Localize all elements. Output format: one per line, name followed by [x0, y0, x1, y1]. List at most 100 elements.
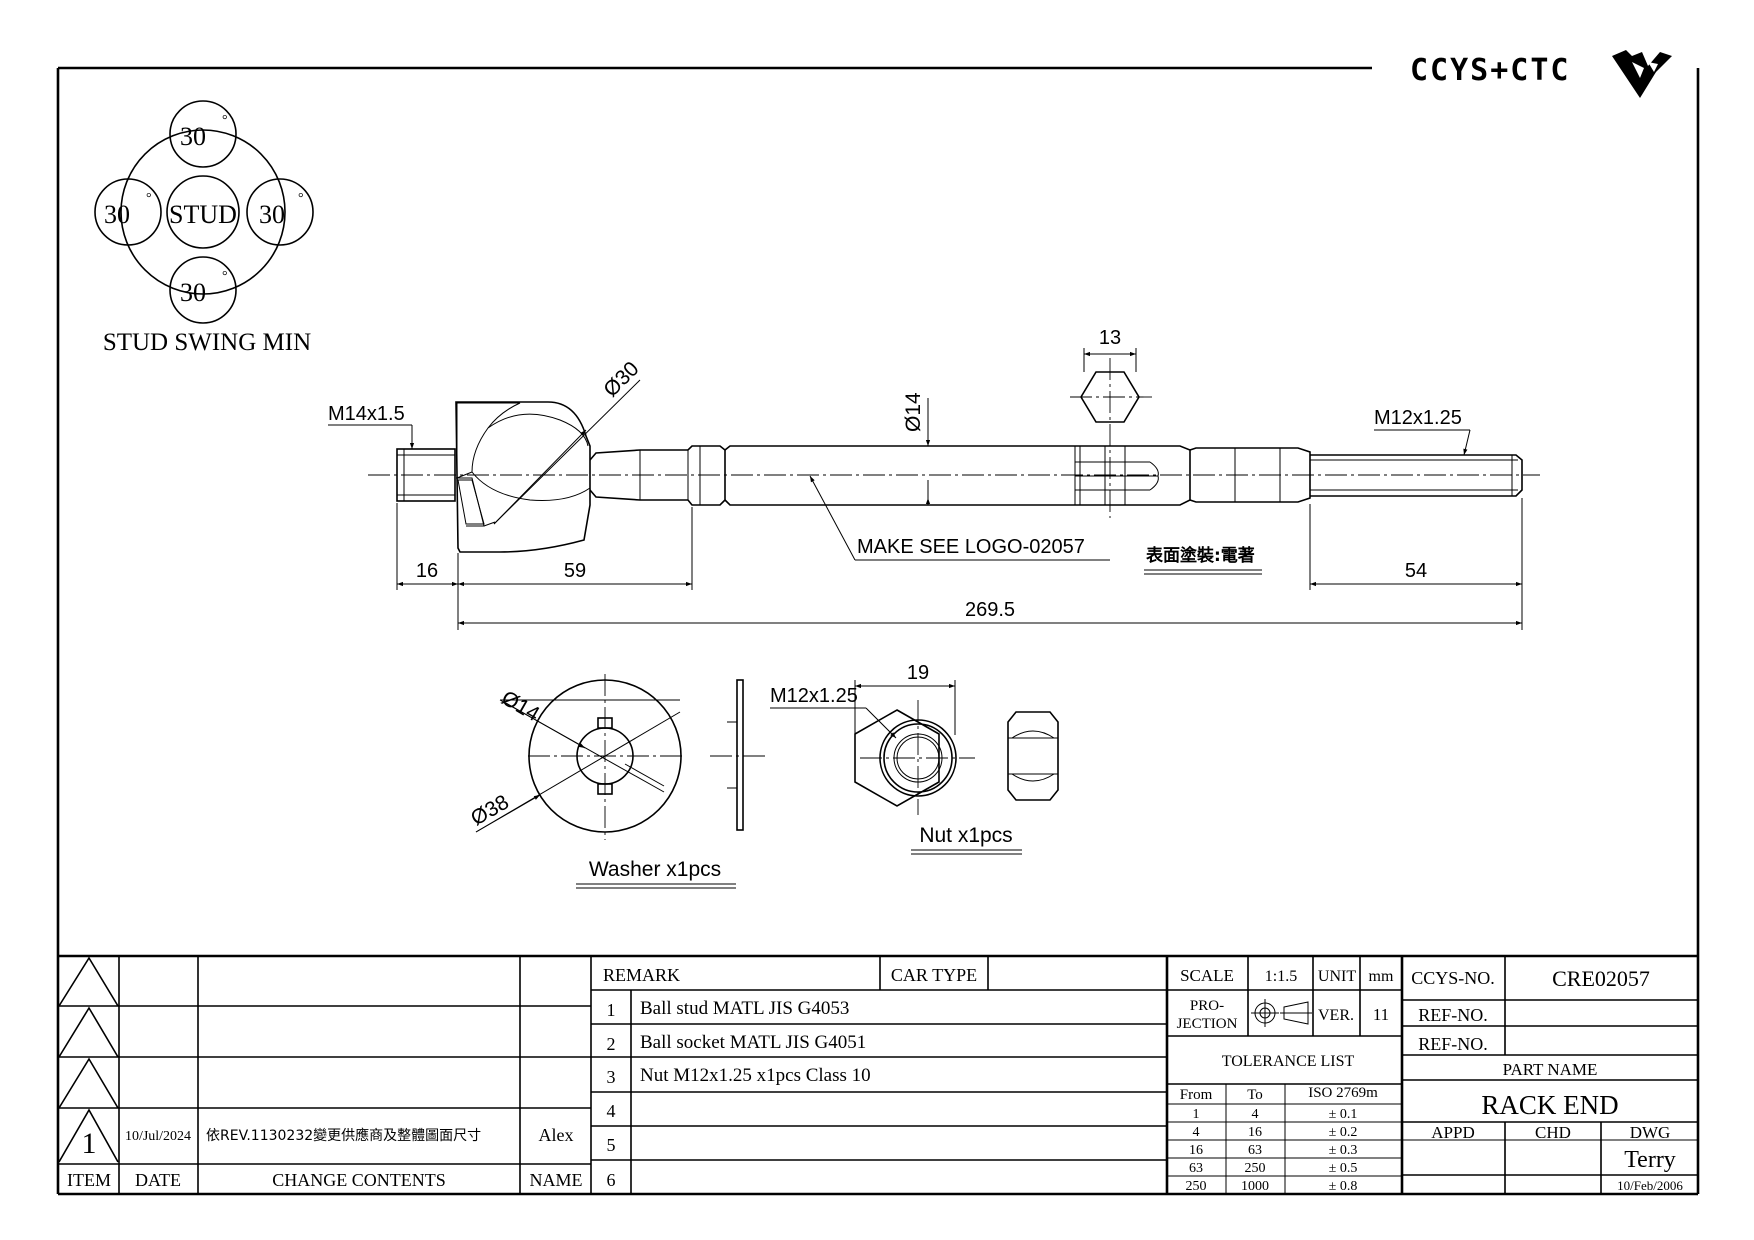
title-block: CCYS-NO. CRE02057 REF-NO. REF-NO. PART N… — [1411, 966, 1683, 1193]
swing-angle-bottom: 30 — [180, 278, 206, 307]
hex-section — [1189, 447, 1311, 503]
svg-text:°: ° — [222, 269, 228, 284]
logo-note: MAKE SEE LOGO-02057 — [857, 536, 1085, 558]
left-thread-stud — [396, 448, 456, 502]
ref-no-label-2: REF-NO. — [1418, 1034, 1488, 1054]
svg-text:To: To — [1247, 1087, 1263, 1103]
hex-cross-section: 13 — [1070, 327, 1152, 518]
svg-text:250: 250 — [1245, 1161, 1266, 1176]
svg-text:3: 3 — [607, 1067, 616, 1087]
svg-text:°: ° — [146, 191, 152, 206]
svg-text:5: 5 — [607, 1135, 616, 1155]
scale-label: SCALE — [1180, 966, 1234, 985]
chd-label: CHD — [1535, 1123, 1571, 1142]
svg-text:250: 250 — [1186, 1179, 1207, 1194]
hex-width-dim: 13 — [1099, 327, 1121, 349]
ver-label: VER. — [1318, 1007, 1354, 1024]
washer-caption: Washer x1pcs — [589, 858, 721, 881]
svg-text:1: 1 — [607, 1000, 616, 1020]
surface-note: 表面塗裝:電著 — [1146, 545, 1255, 566]
company-logo: CCYS+CTC — [1410, 50, 1672, 98]
part-name-value: RACK END — [1481, 1090, 1618, 1120]
stud-label: STUD — [169, 200, 237, 229]
header-name: NAME — [530, 1170, 583, 1190]
swing-right-circle — [246, 178, 314, 246]
unit-label: UNIT — [1318, 968, 1356, 985]
remark-row-1: Ball stud MATL JIS G4053 — [640, 998, 849, 1019]
dim-16: 16 — [416, 560, 438, 582]
svg-text:°: ° — [298, 191, 304, 206]
ccys-no-label: CCYS-NO. — [1411, 968, 1495, 988]
swing-angle-right: 30 — [259, 200, 285, 229]
svg-text:63: 63 — [1189, 1161, 1203, 1176]
svg-text:63: 63 — [1248, 1143, 1262, 1158]
shaft-dia-dim: Ø14 — [902, 392, 925, 432]
svg-text:± 0.5: ± 0.5 — [1329, 1161, 1358, 1176]
svg-text:1000: 1000 — [1241, 1179, 1269, 1194]
revision-item: 1 — [82, 1127, 97, 1160]
thread-right-label: M12x1.25 — [1374, 407, 1462, 429]
title-block-grid — [58, 954, 1698, 1194]
nut-caption: Nut x1pcs — [919, 824, 1012, 847]
unit-value: mm — [1369, 968, 1394, 985]
revision-table: 1 10/Jul/2024 依REV.1130232變更供應商及整體圖面尺寸 A… — [67, 1125, 583, 1190]
stud-swing-caption: STUD SWING MIN — [103, 329, 311, 356]
svg-text:± 0.8: ± 0.8 — [1329, 1179, 1358, 1194]
svg-text:± 0.1: ± 0.1 — [1329, 1107, 1358, 1122]
part-name-label: PART NAME — [1503, 1060, 1598, 1079]
spec-table: SCALE 1:1.5 UNIT mm PRO- JECTION VER. 11… — [1177, 966, 1394, 1194]
revision-name: Alex — [539, 1125, 574, 1145]
revision-contents: 依REV.1130232變更供應商及整體圖面尺寸 — [206, 1127, 481, 1144]
thread-left-label: M14x1.5 — [328, 403, 405, 425]
remark-row-2: Ball socket MATL JIS G4051 — [640, 1032, 866, 1053]
swing-angle-left: 30 — [104, 200, 130, 229]
header-item: ITEM — [67, 1170, 111, 1190]
svg-text:16: 16 — [1189, 1143, 1203, 1158]
stud-swing-diagram: STUD 30 30 30 30 ° ° ° ° STUD SWING MIN — [94, 100, 314, 356]
svg-text:4: 4 — [1193, 1125, 1200, 1140]
svg-text:JECTION: JECTION — [1177, 1016, 1238, 1032]
ver-value: 11 — [1373, 1005, 1389, 1024]
neck-shaft — [589, 445, 726, 506]
nut-view: 19 M12x1.25 Nut x1pcs — [770, 662, 1059, 855]
dim-54: 54 — [1405, 560, 1427, 582]
svg-text:PRO-: PRO- — [1190, 998, 1224, 1014]
ref-no-label-1: REF-NO. — [1418, 1005, 1488, 1025]
tolerance-title: TOLERANCE LIST — [1222, 1053, 1355, 1070]
svg-text:1: 1 — [1193, 1107, 1200, 1122]
svg-text:ISO 2769m: ISO 2769m — [1308, 1085, 1378, 1101]
dwg-label: DWG — [1630, 1123, 1671, 1142]
projection-symbol-icon — [1251, 999, 1312, 1027]
sheet-border — [56, 66, 1700, 1196]
appd-label: APPD — [1431, 1123, 1474, 1142]
right-thread — [1310, 454, 1523, 497]
svg-text:°: ° — [222, 113, 228, 128]
ccys-no-value: CRE02057 — [1552, 966, 1650, 991]
header-change-contents: CHANGE CONTENTS — [272, 1170, 446, 1190]
swing-angle-top: 30 — [180, 122, 206, 151]
svg-text:CCYS+CTC: CCYS+CTC — [1410, 53, 1571, 88]
scale-value: 1:1.5 — [1265, 968, 1297, 985]
remark-table: REMARK CAR TYPE 1 Ball stud MATL JIS G40… — [603, 965, 977, 1190]
stud-circle — [166, 175, 240, 249]
car-type-label: CAR TYPE — [891, 965, 977, 985]
drawn-date: 10/Feb/2006 — [1617, 1178, 1683, 1193]
dim-59: 59 — [564, 560, 586, 582]
washer-view: Ø14 Ø38 Washer x1pcs — [467, 674, 765, 889]
header-date: DATE — [135, 1170, 181, 1190]
rack-end-main-view: 13 Ø30 Ø14 M14x1.5 M12x1.25 MAKE SEE LOG… — [328, 327, 1540, 630]
swing-top-circle — [169, 100, 237, 168]
svg-text:± 0.2: ± 0.2 — [1329, 1125, 1358, 1140]
remark-row-3: Nut M12x1.25 x1pcs Class 10 — [640, 1065, 871, 1086]
ball-dia-dim: Ø30 — [599, 357, 643, 401]
svg-text:16: 16 — [1248, 1125, 1262, 1140]
nut-thread-label: M12x1.25 — [770, 685, 858, 707]
svg-text:From: From — [1180, 1087, 1213, 1103]
revision-date: 10/Jul/2024 — [125, 1129, 191, 1144]
svg-text:4: 4 — [607, 1101, 616, 1121]
svg-text:4: 4 — [1252, 1107, 1259, 1122]
overall-length-dim: 269.5 — [965, 599, 1015, 621]
swing-left-circle — [94, 178, 162, 246]
remark-label: REMARK — [603, 965, 680, 985]
